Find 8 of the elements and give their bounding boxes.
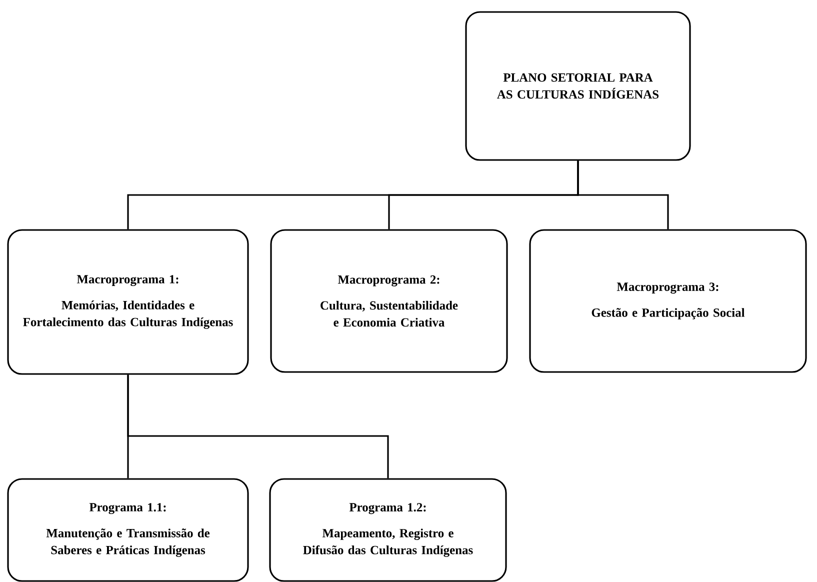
process-box: Macroprograma 1: Memórias, Identidades e Fortalecimento das Culturas Indígenas [7,229,249,375]
connector-line [577,160,669,230]
process-box: Macroprograma 2: Cultura, Sustentabilidade e Economia Criativa [270,229,508,373]
process-box: Macroprograma 3: Gestão e Participação Social [529,229,807,373]
connector-line [127,374,389,478]
process-box: Programa 1.1: Manutenção e Transmissão de Saberes e Práticas Indígenas [7,478,249,582]
process-box: Programa 1.2: Mapeamento, Registro e Difusão das Culturas Indígenas [269,478,507,582]
process-box: PLANO SETORIAL PARA AS CULTURAS INDÍGENAS [465,11,691,161]
